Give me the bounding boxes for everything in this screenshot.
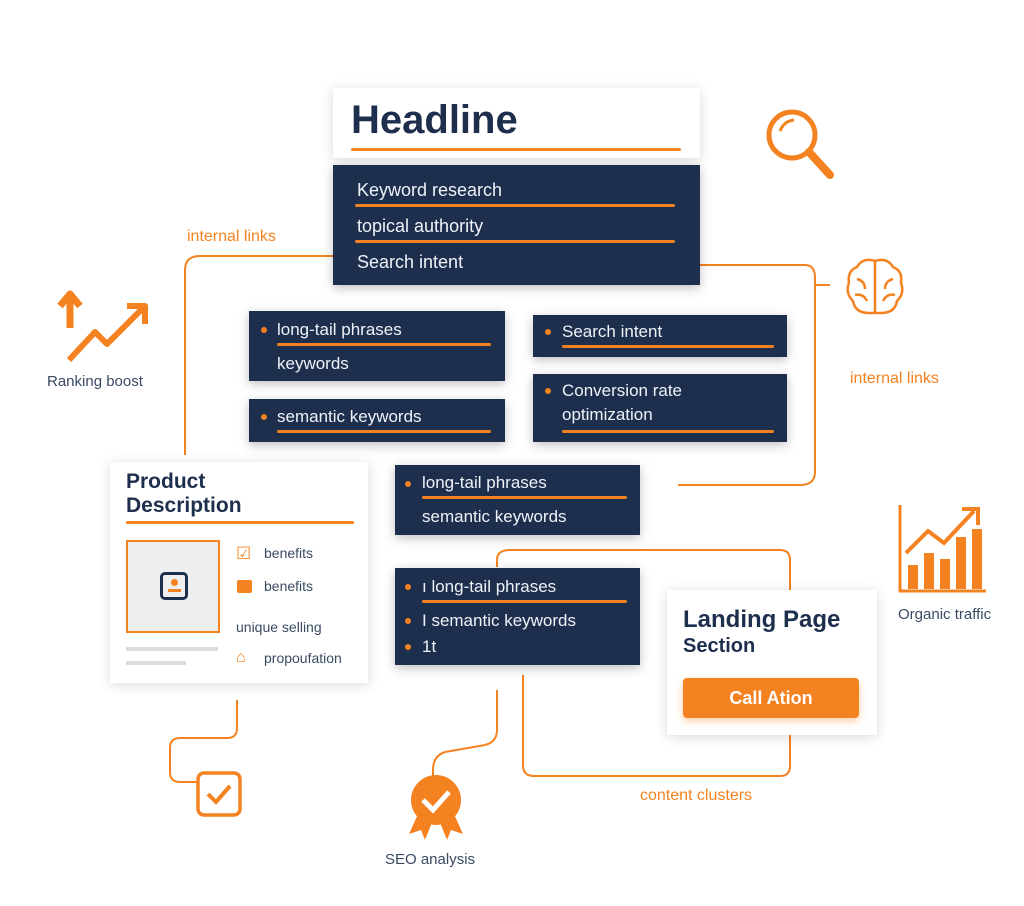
- box-e-line1: long-tail phrases: [422, 473, 547, 492]
- organic-traffic-icon: [898, 505, 986, 593]
- semantic-keywords-box: semantic keywords: [249, 399, 505, 442]
- search-intent: Search intent: [357, 252, 464, 272]
- box-a-line1: long-tail phrases: [277, 320, 402, 339]
- conversion-box: Conversion rate optimization: [533, 374, 787, 442]
- search-intent-box: Search intent: [533, 315, 787, 357]
- ranking-boost-label: Ranking boost: [47, 373, 143, 390]
- landing-title: Landing Page: [683, 606, 841, 633]
- box-f-line3: 1t: [422, 637, 437, 656]
- topical-authority: topical authority: [357, 216, 484, 236]
- box-d-line2: optimization: [562, 405, 653, 424]
- headline-keyword-box: Keyword research topical authority Searc…: [333, 165, 700, 285]
- box-c-line1: Search intent: [562, 322, 663, 341]
- product-image-placeholder: [126, 540, 220, 633]
- image-icon: [160, 572, 188, 600]
- product-item: benefits: [264, 545, 314, 561]
- product-title: Product Description: [126, 470, 242, 518]
- box-d-line1: Conversion rate: [562, 381, 683, 400]
- organic-traffic-label: Organic traffic: [898, 606, 992, 623]
- checkmark-icon: [196, 771, 242, 817]
- seo-analysis-label: SEO analysis: [385, 851, 476, 868]
- call-action-button[interactable]: Call Ation: [683, 678, 859, 718]
- landing-page-card: Landing Page Section Call Ation: [667, 590, 877, 735]
- box-e-line2: semantic keywords: [422, 507, 567, 526]
- headline-title: Headline: [351, 98, 518, 142]
- landing-subtitle: Section: [683, 635, 756, 657]
- long-tail-box: long-tail phrases keywords: [249, 311, 505, 381]
- brain-icon: [846, 258, 904, 315]
- search-icon: [766, 109, 834, 179]
- product-title-line1: Product: [126, 470, 206, 493]
- internal-links-label-left: internal links: [187, 228, 276, 245]
- product-description-card: Product Description ☑ benefits benefits …: [110, 462, 368, 683]
- long-tail-semantic-box: long-tail phrases semantic keywords: [395, 465, 640, 535]
- box-b-line1: semantic keywords: [277, 407, 422, 426]
- box-f-line1: ı long-tail phrases: [422, 577, 557, 596]
- product-item: unique selling: [236, 619, 322, 635]
- seo-badge-icon: [409, 775, 463, 840]
- tag-icon: [237, 580, 252, 593]
- checkbox-icon: ☑: [236, 544, 252, 563]
- content-clusters-label: content clusters: [640, 787, 753, 804]
- keyword-research: Keyword research: [357, 180, 503, 200]
- home-icon: ⌂: [236, 649, 246, 666]
- box-a-line2: keywords: [277, 354, 349, 373]
- internal-links-label-right: internal links: [850, 370, 939, 387]
- product-title-line2: Description: [126, 494, 242, 517]
- product-item: benefits: [264, 578, 314, 594]
- headline-card: Headline: [333, 88, 700, 158]
- keyword-list-box: ı long-tail phrases I semantic keywords …: [395, 568, 640, 665]
- product-item: propoufation: [264, 650, 342, 666]
- box-f-line2: I semantic keywords: [422, 611, 576, 630]
- ranking-boost-icon: [57, 290, 148, 363]
